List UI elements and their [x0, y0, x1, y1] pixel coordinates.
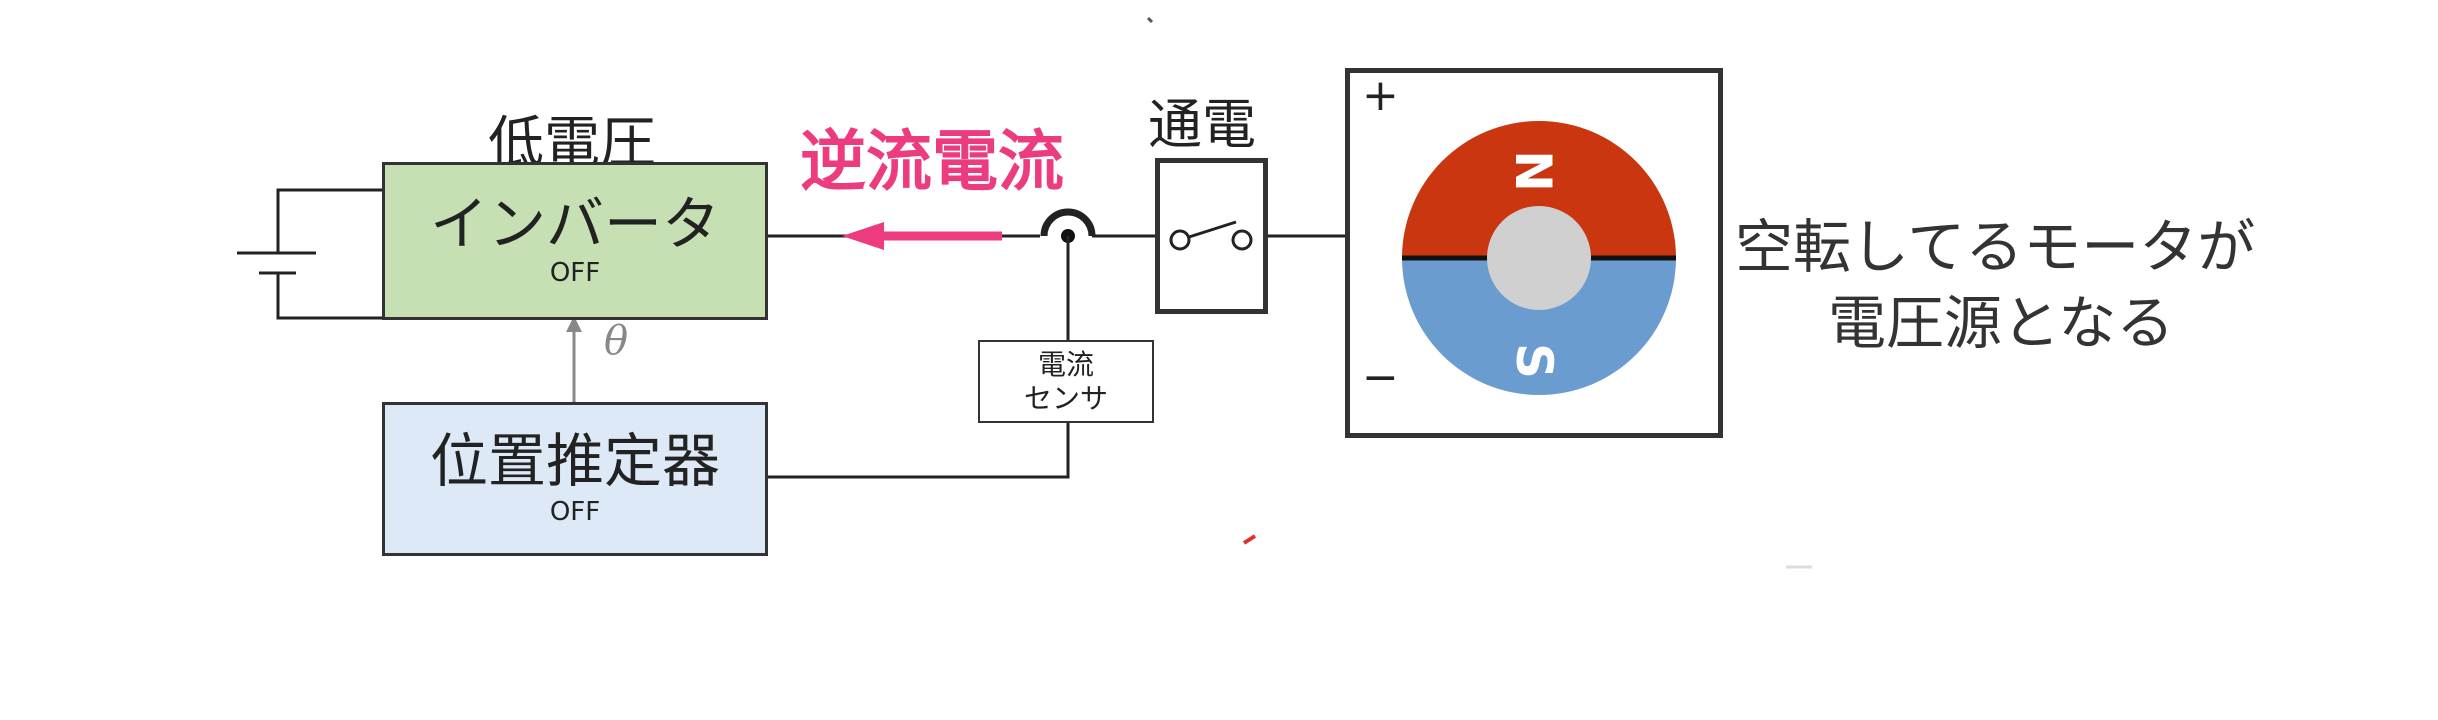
sensor-feedback-line	[768, 420, 1070, 479]
stray-mark	[1242, 534, 1257, 545]
stray-mark	[1146, 16, 1154, 24]
inverter-state: OFF	[549, 258, 601, 289]
motor-box	[1345, 68, 1723, 438]
estimator-label: 位置推定器	[429, 426, 720, 495]
caption-line1: 空転してるモータが	[1735, 213, 2256, 281]
pole-n-label: N	[1503, 150, 1562, 192]
energize-label: 通電	[1148, 93, 1256, 156]
plus-label: +	[1362, 70, 1399, 121]
minus-label: −	[1362, 352, 1399, 403]
inverter-block: インバータ OFF	[382, 162, 768, 320]
caption-line2: 電圧源となる	[1828, 289, 2175, 357]
sensor-label-line1: 電流	[1037, 347, 1094, 381]
switch-icon	[1169, 220, 1253, 251]
theta-label: θ	[604, 318, 629, 364]
switch-box	[1155, 158, 1268, 314]
battery-icon	[237, 188, 383, 320]
current-sensor-tap	[1040, 208, 1155, 340]
magnet-rotor	[1402, 121, 1676, 395]
pole-s-label: S	[1505, 342, 1564, 380]
sensor-label-line2: センサ	[1023, 381, 1108, 415]
reverse-current-label: 逆流電流	[800, 123, 1064, 200]
estimator-state: OFF	[549, 497, 601, 528]
theta-arrow	[566, 316, 582, 402]
inverter-label: インバータ	[429, 189, 720, 258]
current-sensor-block: 電流 センサ	[978, 340, 1154, 423]
reverse-current-arrow	[842, 222, 1002, 250]
position-estimator-block: 位置推定器 OFF	[382, 402, 768, 556]
